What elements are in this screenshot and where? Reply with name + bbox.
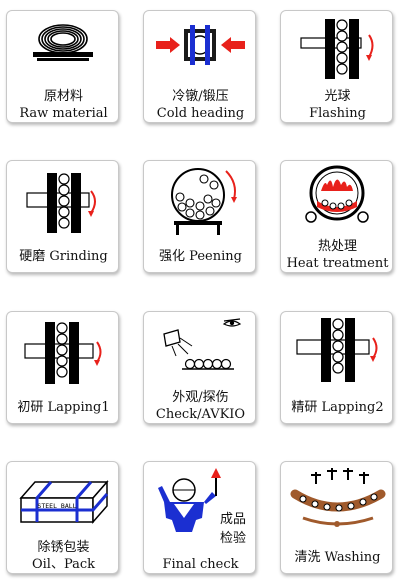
step-final-check: 成品 检验 Final check (143, 461, 256, 574)
final-check-label-cn-1: 成品 (220, 512, 247, 527)
step-washing: 清洗 Washing (280, 461, 393, 574)
grinding-plates-icon (26, 173, 96, 233)
step-raw-material: 原材料 Raw material (6, 10, 119, 123)
step-grinding: 硬磨 Grinding (6, 160, 119, 273)
step-label: 清洗 Washing (294, 550, 381, 565)
step-oil-pack: STEEL BALL 除锈包装 Oil、Pack (6, 461, 119, 574)
cold-heading-press-icon (156, 25, 245, 65)
step-label: 硬磨 Grinding (19, 249, 108, 264)
step-label: 初研 Lapping1 (17, 400, 110, 415)
step-label-en: Oil、Pack (31, 557, 96, 572)
step-label-cn: 光球 (324, 89, 351, 104)
step-label-en: Cold heading (156, 106, 245, 121)
step-heat-treatment: 热处理 Heat treatment (280, 160, 393, 273)
inspector-icon (158, 468, 221, 532)
lapping-plates-icon (24, 322, 102, 384)
step-label-en: Raw material (19, 106, 108, 121)
step-label-cn: 热处理 (317, 239, 357, 254)
step-label: 精研 Lapping2 (291, 400, 384, 415)
step-label-cn: 外观/探伤 (172, 390, 229, 405)
final-check-label-cn-2: 检验 (220, 531, 247, 546)
step-cold-heading: 冷镦/锻压 Cold heading (143, 10, 256, 123)
step-label-en: Final check (162, 557, 239, 572)
step-peening: 强化 Peening (143, 160, 256, 273)
step-label: 强化 Peening (159, 249, 242, 264)
heat-treatment-furnace-icon (305, 165, 369, 223)
inspection-lamp-eye-icon (163, 318, 242, 370)
step-label-cn: 冷镦/锻压 (172, 89, 229, 104)
washing-conveyor-icon (290, 468, 386, 527)
step-flashing: 光球 Flashing (280, 10, 393, 123)
peening-drum-icon (171, 168, 237, 235)
step-label-en: Heat treatment (286, 256, 389, 271)
wire-coil-icon (33, 24, 93, 61)
step-label-cn: 原材料 (43, 89, 83, 104)
step-check-avkio: 外观/探伤 Check/AVKIO (143, 311, 256, 424)
steel-ball-box-icon: STEEL BALL (19, 480, 109, 524)
box-label: STEEL BALL (37, 502, 76, 510)
flashing-plates-icon (300, 19, 374, 79)
step-label-cn: 除锈包装 (37, 540, 90, 555)
step-label-en: Check/AVKIO (155, 407, 246, 422)
step-label-en: Flashing (309, 106, 366, 121)
step-lapping1: 初研 Lapping1 (6, 311, 119, 424)
step-lapping2: 精研 Lapping2 (280, 311, 393, 424)
lapping-plates-icon (296, 318, 378, 382)
